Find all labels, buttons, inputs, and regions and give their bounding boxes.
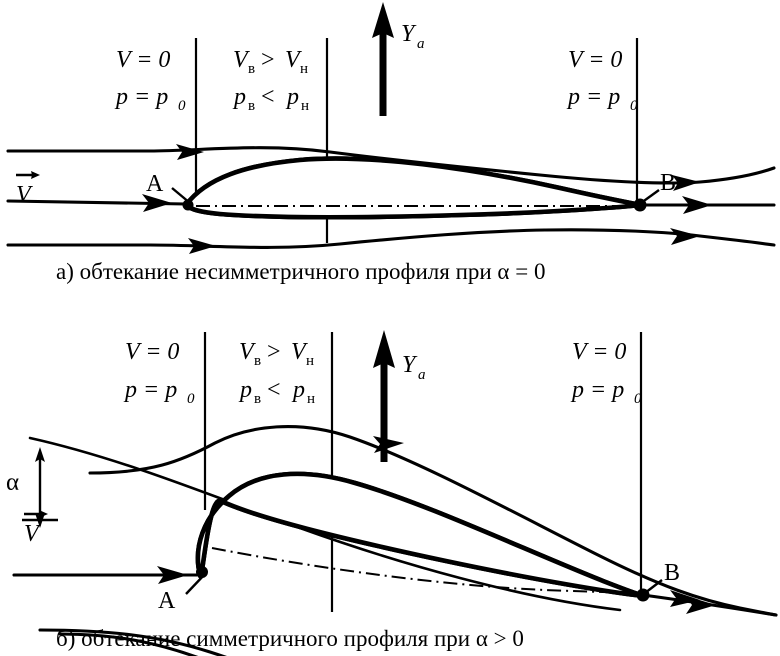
panel-b-mid-pressure-lhs-sub: в — [254, 391, 261, 407]
panel-a-mid-pressure-rhs-sub: н — [301, 98, 309, 114]
panel-a-point-a-marker — [182, 199, 194, 211]
panel-a-point-a-leader — [171, 187, 191, 204]
panel-a: Y a V = 0 p = p 0 V в > V н p в < p н V … — [6, 2, 776, 284]
panel-b-point-a-leader — [185, 573, 206, 595]
panel-b-left-velocity: V = 0 — [125, 339, 179, 365]
panel-a-caption: а) обтекание несимметричного профиля при… — [56, 259, 545, 284]
panel-b-airfoil — [195, 471, 647, 599]
panel-a-airfoil — [183, 156, 644, 220]
panel-b-streamline-upper — [88, 425, 778, 617]
panel-a-mid-pressure-lhs-sub: в — [248, 98, 255, 114]
panel-a-mid-velocity-rhs-sub: н — [300, 61, 308, 77]
panel-a-mid-pressure-rel: < — [261, 84, 275, 110]
panel-b-angle-label: α — [6, 469, 19, 496]
panel-b-right-pressure-sub: 0 — [634, 391, 642, 407]
panel-b-mid-velocity-rhs: V — [291, 339, 308, 365]
panel-a-mid-pressure-lhs: p — [232, 84, 246, 110]
panel-a-arrow-upper-right — [672, 175, 700, 191]
panel-b-arrow-center-left — [157, 566, 188, 584]
panel-a-arrow-lower-right — [670, 228, 700, 245]
panel-a-right-velocity: V = 0 — [568, 47, 622, 73]
panel-b-inflow-label: V — [24, 510, 48, 547]
panel-a-lift-label-sub: a — [417, 36, 425, 52]
panel-a-streamline-upper — [6, 146, 776, 185]
panel-b-mid-velocity-lhs-sub: в — [254, 353, 261, 369]
panel-b-lift-label-sub: a — [418, 367, 426, 383]
panel-b-angle-of-attack-arrow — [22, 447, 58, 528]
panel-a-inflow-label: V — [16, 171, 40, 208]
panel-a-mid-velocity-lhs-sub: в — [248, 61, 255, 77]
panel-b-point-a-label: A — [158, 588, 176, 614]
panel-b-point-b-leader — [644, 579, 663, 594]
panel-b-mid-pressure-rhs: p — [291, 377, 305, 403]
panel-a-point-a-label: A — [146, 171, 164, 197]
panel-a-arrow-lower-left — [188, 238, 216, 254]
panel-a-point-b-label: B — [660, 170, 676, 196]
panel-a-right-pressure: p = p — [566, 84, 620, 110]
panel-a-mid-velocity-lhs: V — [233, 47, 250, 73]
panel-b-caption: б) обтекание симметричного профиля при α… — [56, 626, 524, 651]
panel-a-mid-pressure-rhs: p — [285, 84, 299, 110]
panel-a-arrow-upper-left — [176, 144, 204, 160]
panel-b-right-pressure: p = p — [570, 377, 624, 403]
panel-b-arrow-upper-left — [373, 436, 404, 453]
panel-b-mid-velocity-lhs: V — [239, 339, 256, 365]
panel-a-point-b-leader — [640, 189, 660, 204]
panel-a-inflow-v: V — [16, 182, 33, 208]
panel-b-left-pressure: p = p — [123, 377, 177, 403]
panel-a-left-pressure-sub: 0 — [178, 98, 186, 114]
panel-b-streamline-lower-visible — [58, 632, 199, 656]
panel-a-left-velocity: V = 0 — [116, 47, 170, 73]
panel-a-arrow-center-left — [142, 194, 172, 212]
panel-b-inflow-v: V — [24, 521, 41, 547]
panel-b-chord-line — [211, 547, 631, 594]
panel-b-arrow-upper-right — [670, 590, 700, 607]
panel-b-point-b-label: B — [664, 560, 680, 586]
panel-a-mid-velocity-rhs: V — [285, 47, 302, 73]
panel-b-arrow-center-right — [686, 596, 716, 614]
panel-b-streamline-lower — [38, 628, 227, 656]
panel-b-mid-pressure-lhs: p — [238, 377, 252, 403]
panel-b-mid-velocity-rel: > — [267, 339, 281, 365]
panel-b: Y a V = 0 p = p 0 V в > V н p в < p н V … — [6, 330, 778, 656]
panel-b-right-velocity: V = 0 — [572, 339, 626, 365]
panel-a-lift-arrow — [372, 2, 394, 116]
panel-a-streamline-lower — [6, 228, 776, 249]
panel-b-mid-pressure-rhs-sub: н — [307, 391, 315, 407]
panel-b-lift-label: Y — [402, 352, 418, 378]
panel-b-left-pressure-sub: 0 — [187, 391, 195, 407]
panel-b-mid-velocity-rhs-sub: н — [306, 353, 314, 369]
panel-a-mid-velocity-rel: > — [261, 47, 275, 73]
panel-a-left-pressure: p = p — [114, 84, 168, 110]
panel-a-right-pressure-sub: 0 — [630, 98, 638, 114]
panel-b-mid-pressure-rel: < — [267, 377, 281, 403]
panel-a-arrow-center-right — [682, 196, 712, 214]
panel-a-lift-label: Y — [401, 21, 417, 47]
